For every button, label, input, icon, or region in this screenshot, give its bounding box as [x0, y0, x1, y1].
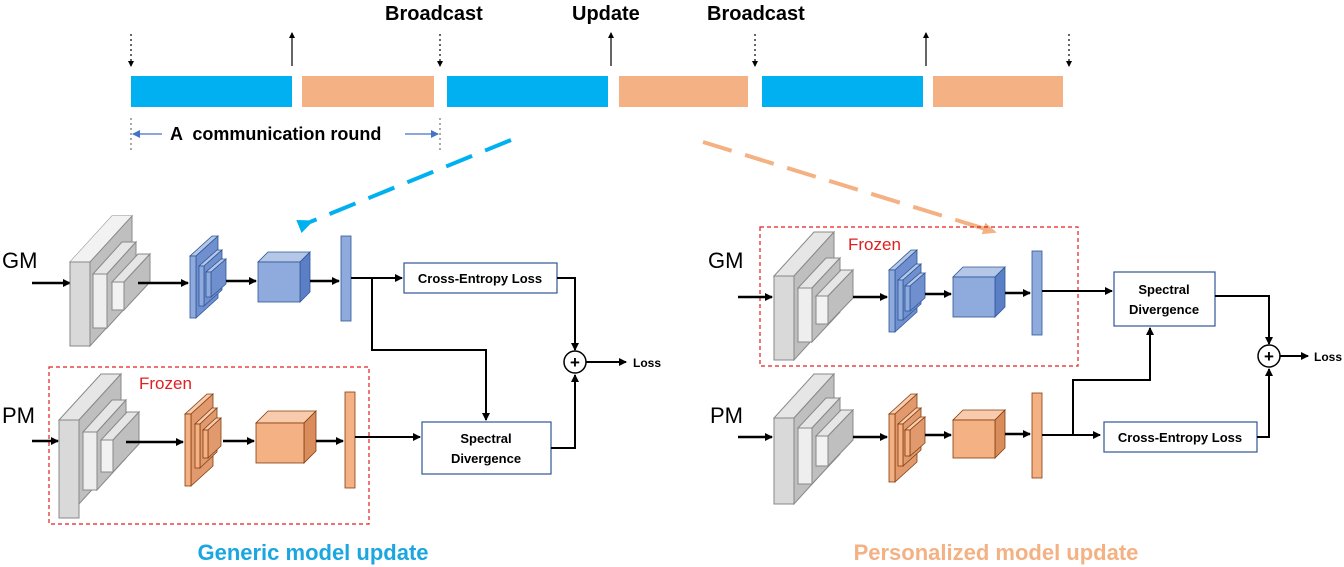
ce-to-sum-arrow	[557, 277, 579, 351]
timeline-segment-blue-1	[131, 76, 292, 107]
right-cross-entropy-box	[1103, 421, 1258, 453]
pm-conv-block-1	[57, 372, 141, 519]
right-pm-to-sd-arrow	[1072, 327, 1154, 435]
timeline-segment-blue-2	[447, 76, 608, 107]
right-ce-to-sum-arrow	[1257, 368, 1273, 438]
update-label: Update	[572, 3, 640, 25]
right-pm-feature-cube	[952, 409, 1006, 459]
right-pm-label: PM	[710, 403, 743, 428]
broadcast-label-2: Broadcast	[707, 3, 805, 25]
timeline-segment-orange-1	[302, 76, 434, 107]
right-pm-fc-layer	[1031, 392, 1043, 479]
right-gm-label: GM	[708, 248, 743, 273]
timeline: Broadcast Update Broadcast A communicati…	[128, 3, 1072, 235]
left-spectral-label-1: Spectral	[460, 431, 511, 446]
personalized-update-panel: Frozen GM	[708, 226, 1342, 565]
right-spectral-box	[1113, 271, 1216, 327]
right-spectral-label-2: Divergence	[1129, 302, 1199, 317]
left-loss-label: Loss	[633, 356, 661, 370]
blue-dashed-pointer	[296, 138, 512, 234]
right-frozen-label: Frozen	[848, 235, 901, 254]
right-sd-to-sum-arrow	[1215, 295, 1273, 345]
right-pm-conv-block-1	[772, 372, 855, 506]
left-frozen-label: Frozen	[139, 374, 192, 393]
communication-round-label: A communication round	[170, 124, 381, 144]
timeline-segment-orange-3	[933, 76, 1063, 107]
gm-conv-block-2	[188, 235, 228, 319]
generic-caption: Generic model update	[197, 540, 428, 565]
left-frozen-region	[48, 366, 370, 525]
timeline-segment-orange-2	[619, 76, 748, 107]
pm-conv-block-2	[183, 393, 223, 487]
broadcast-label-1: Broadcast	[385, 3, 483, 25]
right-loss-label: Loss	[1314, 350, 1342, 364]
right-gm-conv-block-2	[887, 249, 927, 333]
pm-feature-cube	[255, 410, 317, 464]
right-gm-fc-layer	[1031, 250, 1043, 336]
pm-fc-layer	[344, 391, 356, 489]
generic-update-panel: GM	[2, 214, 661, 565]
left-spectral-box	[421, 421, 552, 475]
right-pm-conv-block-2	[887, 393, 927, 483]
right-gm-conv-block-1	[772, 230, 855, 362]
right-spectral-label-1: Spectral	[1138, 282, 1189, 297]
gm-fc-layer	[340, 235, 352, 322]
gm-label: GM	[2, 248, 37, 273]
left-spectral-label-2: Divergence	[451, 451, 521, 466]
personalized-caption: Personalized model update	[854, 540, 1139, 565]
left-cross-entropy-box	[403, 262, 558, 294]
sd-to-sum-arrow	[551, 374, 579, 449]
pm-label: PM	[2, 403, 35, 428]
right-sum-symbol: +	[1264, 347, 1274, 366]
right-cross-entropy-label: Cross-Entropy Loss	[1118, 430, 1242, 445]
right-gm-feature-cube	[952, 266, 1006, 318]
left-sum-symbol: +	[570, 353, 580, 372]
gm-feature-cube	[257, 251, 311, 303]
left-cross-entropy-label: Cross-Entropy Loss	[418, 271, 542, 286]
right-frozen-region	[759, 226, 1079, 367]
timeline-segment-blue-3	[762, 76, 923, 107]
gm-to-sd-arrow	[371, 278, 490, 421]
orange-dashed-pointer	[702, 140, 997, 235]
gm-conv-block-1	[68, 214, 152, 348]
